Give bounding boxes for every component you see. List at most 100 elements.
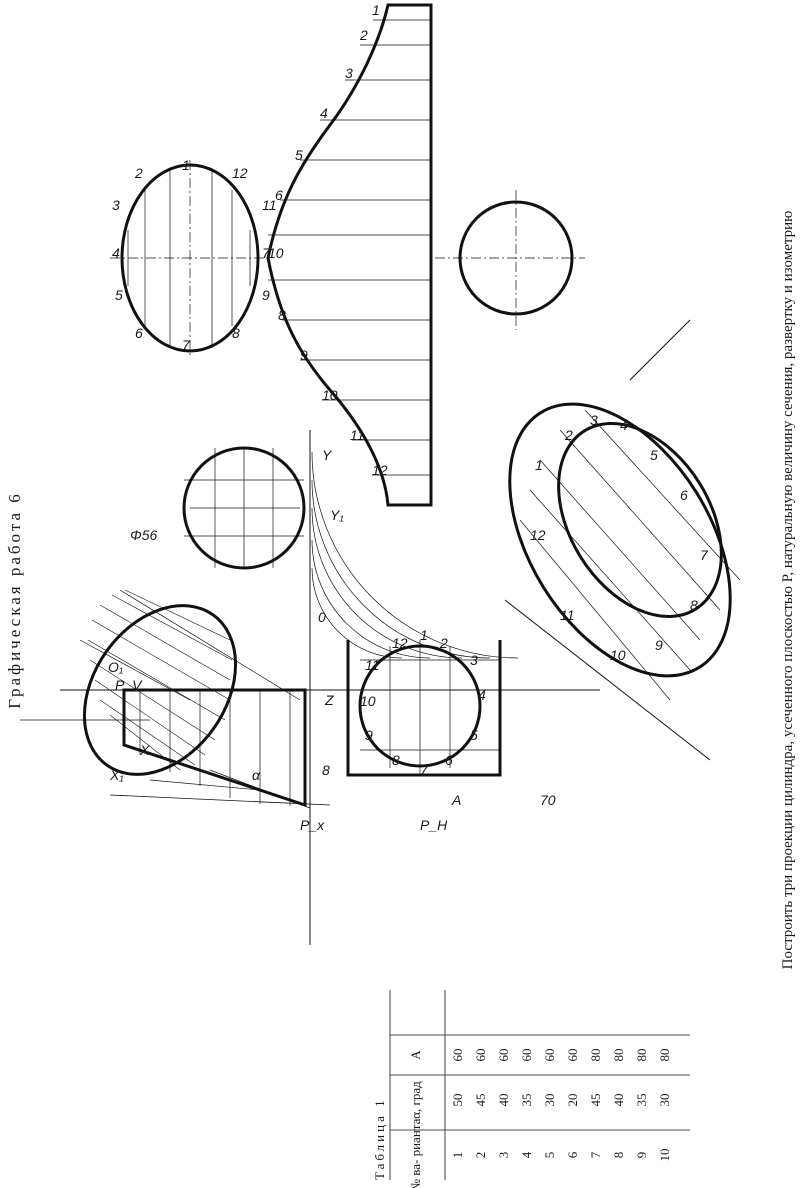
iso-point-label: 7 xyxy=(700,547,709,563)
table-cell: 5 xyxy=(542,1152,557,1159)
section-point-label: 12 xyxy=(232,165,248,181)
iso-point-label: 10 xyxy=(610,647,626,663)
o1-label: O₁ xyxy=(108,659,124,675)
plan-point-label: 7 xyxy=(420,762,429,778)
table-cell: 60 xyxy=(473,1049,488,1062)
plan-point-label: 5 xyxy=(470,727,478,743)
table-cell: 80 xyxy=(634,1049,649,1062)
table-cell: 2 xyxy=(473,1152,488,1159)
axis-labels: X Y Z Y₁ X₁ 0 P_V P_x P_H O₁ α Φ56 xyxy=(108,447,448,833)
dimensions: A 70 8 xyxy=(322,762,556,808)
plan-point-label: 6 xyxy=(445,752,453,768)
table-cell: 80 xyxy=(588,1049,603,1062)
table-cell: 9 xyxy=(634,1152,649,1159)
iso-point-label: 4 xyxy=(620,417,628,433)
development-point-label: 6 xyxy=(275,187,283,203)
table-cell: 7 xyxy=(588,1151,603,1158)
table-cell: 50 xyxy=(450,1094,465,1107)
section-point-label: 9 xyxy=(262,287,270,303)
development-point-label: 11 xyxy=(350,427,365,443)
section-point-label: 7 xyxy=(182,337,191,353)
page-title: Графическая работа 6 xyxy=(5,491,24,709)
plan-point-label: 1 xyxy=(420,627,428,643)
iso-point-label: 11 xyxy=(560,607,575,623)
iso-point-label: 12 xyxy=(530,527,546,543)
development-point-label: 7 xyxy=(262,245,271,261)
dim-70: 70 xyxy=(540,792,556,808)
axis-x-label: X xyxy=(139,742,150,758)
table-cell: 80 xyxy=(611,1049,626,1062)
plan-point-label: 11 xyxy=(365,657,380,673)
table-cell: 1 xyxy=(450,1152,465,1159)
section-point-label: 5 xyxy=(115,287,123,303)
table-cell: 20 xyxy=(565,1094,580,1107)
iso-point-label: 1 xyxy=(535,457,543,473)
development-point-label: 5 xyxy=(295,147,303,163)
table-cell: 4 xyxy=(519,1151,534,1158)
plan-point-label: 3 xyxy=(470,652,478,668)
plane-px-label: P_x xyxy=(300,817,325,833)
plan-point-label: 10 xyxy=(360,693,376,709)
table-cell: 40 xyxy=(496,1094,511,1107)
plane-ph-label: P_H xyxy=(420,817,448,833)
axis-z-label: Z xyxy=(324,692,334,708)
development-drawing xyxy=(266,3,585,507)
caption: Построить три проекции цилиндра, усеченн… xyxy=(780,211,796,970)
origin-label: 0 xyxy=(318,609,326,625)
diameter-label: Φ56 xyxy=(130,527,158,543)
table-cell: 60 xyxy=(450,1049,465,1062)
section-point-label: 1 xyxy=(182,157,190,173)
table-header: A xyxy=(408,1050,423,1060)
table-cell: 35 xyxy=(519,1094,534,1107)
table-cell: 30 xyxy=(542,1094,557,1107)
front-section-ellipse xyxy=(79,589,311,809)
axis-y-label: Y xyxy=(322,447,333,463)
iso-point-label: 5 xyxy=(650,447,658,463)
plan-point-label: 2 xyxy=(439,635,448,651)
iso-point-label: 6 xyxy=(680,487,688,503)
development-point-label: 8 xyxy=(278,307,286,323)
dim-8: 8 xyxy=(322,762,330,778)
development-hatch xyxy=(268,19,431,476)
table-cell: 45 xyxy=(473,1094,488,1107)
development-point-label: 2 xyxy=(359,27,368,43)
axis-y1-label: Y₁ xyxy=(330,507,344,523)
iso-point-label: 8 xyxy=(690,597,698,613)
table-cell: 40 xyxy=(611,1094,626,1107)
table-cell: 10 xyxy=(657,1149,672,1162)
table-cell: 6 xyxy=(565,1151,580,1158)
alpha-label: α xyxy=(252,767,261,783)
table-cell: 45 xyxy=(588,1094,603,1107)
section-point-label: 11 xyxy=(262,197,277,213)
dim-a: A xyxy=(451,792,461,808)
natural-section xyxy=(110,160,270,355)
isometric-view xyxy=(504,319,741,761)
iso-point-label: 9 xyxy=(655,637,663,653)
section-point-label: 6 xyxy=(135,325,143,341)
table-cell: 60 xyxy=(519,1049,534,1062)
section-point-label: 10 xyxy=(268,245,284,261)
table-cell: 8 xyxy=(611,1152,626,1159)
section-point-label: 2 xyxy=(134,165,143,181)
table-header: α, град xyxy=(408,1081,423,1119)
development-point-label: 1 xyxy=(372,2,380,18)
development-point-label: 9 xyxy=(300,347,308,363)
iso-point-label: 3 xyxy=(590,412,598,428)
axis-x1-label: X₁ xyxy=(109,767,124,783)
plan-point-label: 9 xyxy=(365,727,373,743)
section-point-label: 4 xyxy=(112,245,120,261)
plan-view xyxy=(346,640,502,777)
plan-point-label: 12 xyxy=(392,635,408,651)
table-cell: 35 xyxy=(634,1094,649,1107)
profile-view xyxy=(182,446,306,570)
table-header: № ва- рианта xyxy=(408,1118,423,1188)
section-point-label: 3 xyxy=(112,197,120,213)
table-cell: 60 xyxy=(542,1049,557,1062)
development-point-label: 12 xyxy=(372,462,388,478)
transfer-arcs xyxy=(20,430,600,945)
plan-point-label: 8 xyxy=(392,752,400,768)
section-point-label: 8 xyxy=(232,325,240,341)
table-title: Таблица 1 xyxy=(372,1097,387,1180)
